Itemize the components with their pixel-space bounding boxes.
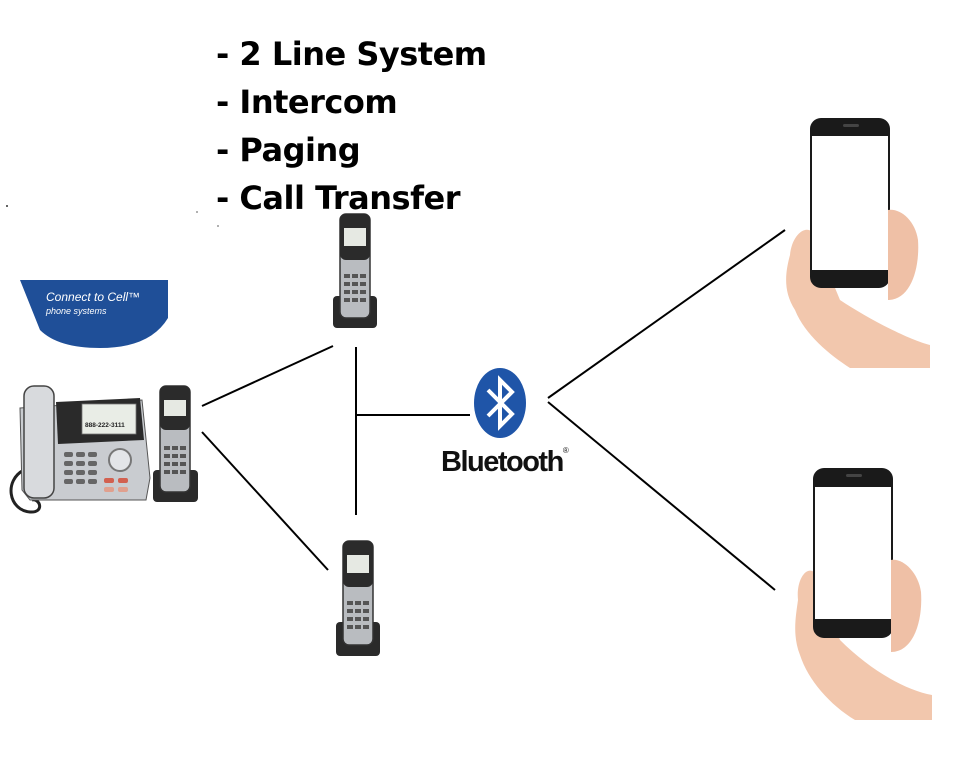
bluetooth-icon [474, 368, 526, 438]
cordless-handset-bottom [336, 540, 380, 656]
stray-dot [196, 211, 198, 213]
line-bluetooth-to-bottom-phone [547, 401, 776, 591]
coiled-cord [9, 468, 42, 514]
smartphone-top [786, 118, 930, 368]
registered-mark: ® [562, 446, 569, 455]
stray-dot [217, 225, 219, 227]
line-base-to-top-handset [201, 345, 334, 407]
corded-handset [23, 385, 55, 499]
connection-lines [201, 229, 786, 591]
feature-item: - Intercom [216, 83, 398, 121]
hand [795, 570, 932, 720]
connect-to-cell-banner: Connect to Cell™ phone systems [20, 280, 170, 348]
line-bluetooth-to-top-phone [547, 229, 786, 399]
smartphone-bottom [795, 468, 932, 720]
feature-item: - Call Transfer [216, 179, 460, 217]
base-display-number: 888-222-3111 [85, 422, 125, 429]
banner-subtitle: phone systems [46, 306, 107, 316]
base-station-phone: 888-222-3111 [9, 385, 151, 514]
nav-ring [108, 448, 132, 472]
cordless-handset-top [333, 213, 377, 328]
cordless-handset-base [153, 385, 198, 502]
base-display [81, 403, 137, 435]
line-base-to-bottom-handset [201, 431, 329, 571]
banner-title: Connect to Cell™ [46, 290, 141, 304]
connect-to-cell-banner-shape [20, 280, 168, 348]
feature-item: - 2 Line System [216, 35, 487, 73]
feature-item: - Paging [216, 131, 361, 169]
stray-dot [6, 205, 8, 207]
bluetooth-label: Bluetooth® [441, 446, 569, 479]
feature-list: - 2 Line System - Intercom - Paging - Ca… [216, 30, 487, 222]
bluetooth-word: Bluetooth [441, 446, 564, 478]
